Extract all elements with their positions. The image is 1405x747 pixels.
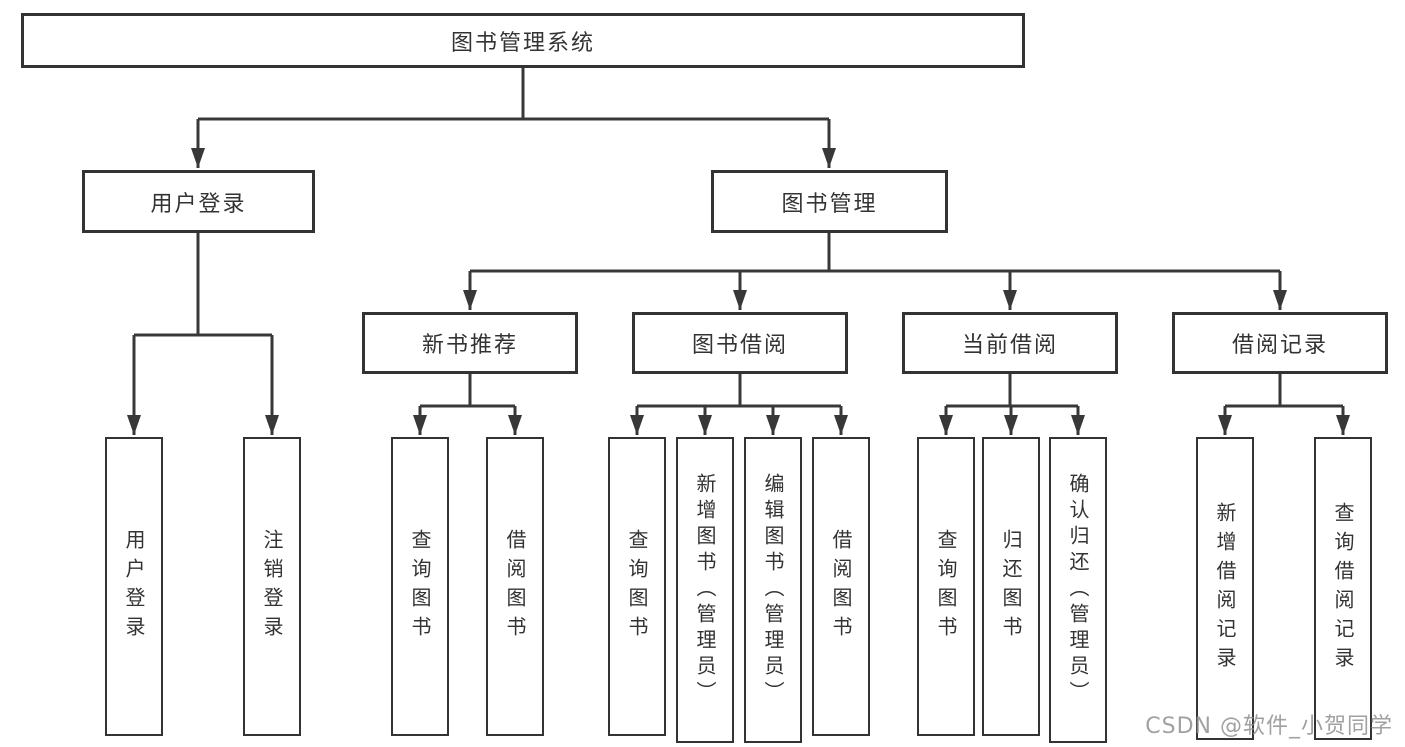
node-user-login-label: 用户登录 (150, 191, 247, 217)
leaf-add-books-admin-label: 新增图书（管理员） (693, 473, 717, 707)
node-root-label: 图书管理系统 (450, 30, 595, 56)
leaf-query-books-3-label: 查询图书 (934, 528, 958, 645)
leaf-query-borrow-record-label: 查询借阅记录 (1331, 501, 1355, 676)
leaf-add-books-admin: 新增图书（管理员） (676, 437, 734, 743)
node-book-management: 图书管理 (711, 170, 948, 233)
node-book-borrow: 图书借阅 (632, 312, 848, 374)
leaf-query-books-1: 查询图书 (391, 437, 449, 736)
leaf-logout-login: 注销登录 (243, 437, 301, 736)
leaf-query-borrow-record: 查询借阅记录 (1314, 437, 1372, 740)
leaf-add-borrow-record: 新增借阅记录 (1196, 437, 1254, 740)
leaf-borrow-books-1-label: 借阅图书 (503, 528, 527, 645)
watermark: CSDN @软件_小贺同学 (1145, 714, 1393, 739)
node-new-book-recommend: 新书推荐 (362, 312, 578, 374)
leaf-query-books-3: 查询图书 (917, 437, 975, 736)
node-borrow-records-label: 借阅记录 (1231, 333, 1328, 358)
leaf-edit-books-admin: 编辑图书（管理员） (744, 437, 802, 743)
leaf-borrow-books-2: 借阅图书 (812, 437, 870, 736)
leaf-return-books: 归还图书 (982, 437, 1040, 736)
leaf-user-login: 用户登录 (105, 437, 163, 736)
node-root: 图书管理系统 (21, 13, 1025, 68)
leaf-return-books-label: 归还图书 (999, 528, 1023, 645)
node-current-borrow: 当前借阅 (902, 312, 1118, 374)
node-book-management-label: 图书管理 (781, 191, 878, 217)
node-user-login: 用户登录 (82, 170, 315, 233)
leaf-add-borrow-record-label: 新增借阅记录 (1213, 501, 1237, 676)
leaf-confirm-return-admin: 确认归还（管理员） (1049, 437, 1107, 743)
node-borrow-records: 借阅记录 (1172, 312, 1388, 374)
leaf-query-books-2: 查询图书 (608, 437, 666, 736)
leaf-edit-books-admin-label: 编辑图书（管理员） (761, 473, 785, 707)
leaf-query-books-2-label: 查询图书 (625, 528, 649, 645)
node-new-book-recommend-label: 新书推荐 (421, 333, 518, 358)
node-book-borrow-label: 图书借阅 (691, 333, 788, 358)
leaf-borrow-books-2-label: 借阅图书 (829, 528, 853, 645)
leaf-user-login-label: 用户登录 (122, 528, 146, 645)
node-current-borrow-label: 当前借阅 (961, 333, 1058, 358)
leaf-logout-login-label: 注销登录 (260, 528, 284, 645)
leaf-borrow-books-1: 借阅图书 (486, 437, 544, 736)
leaf-query-books-1-label: 查询图书 (408, 528, 432, 645)
leaf-confirm-return-admin-label: 确认归还（管理员） (1066, 473, 1090, 707)
